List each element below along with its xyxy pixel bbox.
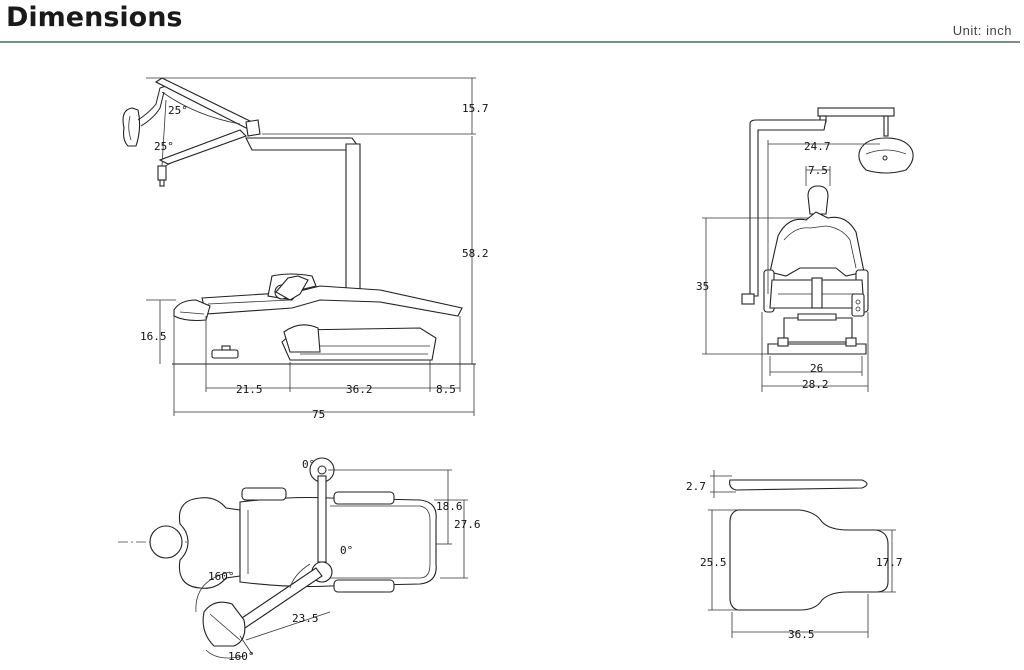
top-tray-swing-label: 160° (228, 650, 255, 663)
top-seat-width-label: 18.6 (436, 500, 463, 513)
cushion-thickness-label: 2.7 (686, 480, 706, 493)
cushion-length-label: 36.5 (788, 628, 815, 641)
side-leg-rest-label: 21.5 (236, 383, 263, 396)
front-light-head (858, 137, 914, 174)
top-light-angle-label: 0° (302, 458, 315, 471)
front-chair-height-label: 35 (696, 280, 709, 293)
side-lower-angle-label: 25° (154, 140, 174, 153)
side-seat-length-label: 36.2 (346, 383, 373, 396)
side-light-head (122, 107, 141, 147)
side-upper-angle-label: 25° (168, 104, 188, 117)
front-chair-back (769, 211, 865, 277)
cushion-top-outline (729, 509, 889, 611)
side-view: 25° 25° 15.7 58.2 16.5 21.5 36.2 8.5 75 (122, 77, 489, 421)
top-arm-swing-label: 160° (208, 570, 235, 583)
front-headrest-width-label: 7.5 (808, 164, 828, 177)
top-view: 0° 0° 160° 160° 23.5 18.6 27.6 (118, 457, 481, 663)
front-base-width-label: 26 (810, 362, 823, 375)
front-view: 24.7 7.5 35 26 28.2 (696, 107, 914, 392)
side-post-height-label: 58.2 (462, 247, 489, 260)
side-chair-seat (201, 285, 463, 317)
front-light-reach-label: 24.7 (804, 140, 831, 153)
cushion-seat-width-label: 17.7 (876, 556, 903, 569)
side-light-post (345, 143, 361, 293)
side-light-height-label: 15.7 (462, 102, 489, 115)
top-overall-width-label: 27.6 (454, 518, 481, 531)
cushion-back-width-label: 25.5 (700, 556, 727, 569)
unit-label: Unit: inch (952, 23, 1012, 38)
top-chair-body (239, 496, 437, 588)
side-rear-offset-label: 8.5 (436, 383, 456, 396)
side-seat-height-label: 16.5 (140, 330, 167, 343)
top-arm-angle-label: 0° (340, 544, 353, 557)
side-overall-length-label: 75 (312, 408, 325, 421)
cushion-view: 2.7 25.5 17.7 36.5 (686, 470, 903, 641)
page-title: Dimensions (6, 2, 183, 33)
page-header: Dimensions Unit: inch (0, 0, 1024, 44)
front-overall-width-label: 28.2 (802, 378, 829, 391)
header-divider (0, 41, 1020, 43)
front-chair-base (767, 343, 867, 355)
top-tray-arm-length-label: 23.5 (292, 612, 319, 625)
top-instrument-tray (202, 601, 246, 647)
cushion-side-profile (729, 479, 868, 491)
